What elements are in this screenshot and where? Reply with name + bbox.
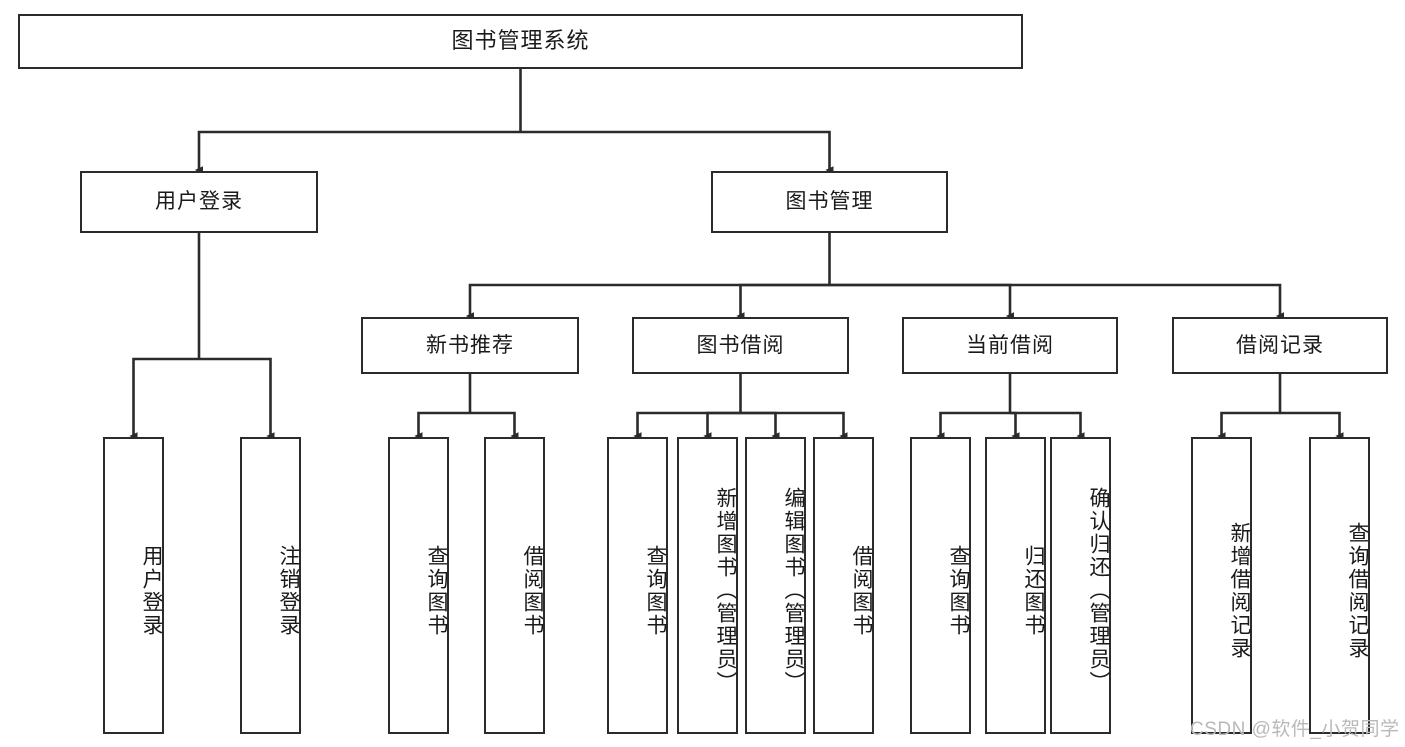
node-label: 注销登录: [277, 544, 300, 637]
node-label: 图书借阅: [696, 333, 785, 357]
node-user-login[interactable]: 用户登录: [80, 171, 318, 233]
connector-line: [1217, 411, 1280, 440]
node-leaf-borrow-book-1[interactable]: 借阅图书: [484, 437, 545, 734]
connector-line: [740, 411, 848, 440]
node-label: 借阅记录: [1236, 333, 1324, 357]
node-leaf-edit-book[interactable]: 编辑图书（管理员）: [745, 437, 806, 734]
node-leaf-return-book[interactable]: 归还图书: [985, 437, 1046, 734]
connector-line: [129, 357, 199, 440]
node-label: 当前借阅: [966, 333, 1054, 357]
node-leaf-user-login[interactable]: 用户登录: [103, 437, 164, 734]
node-label: 借阅图书: [850, 544, 873, 637]
node-label: 查询图书: [947, 544, 970, 637]
node-leaf-confirm-return[interactable]: 确认归还（管理员）: [1050, 437, 1111, 734]
connector-line: [520, 130, 834, 174]
node-leaf-logout[interactable]: 注销登录: [240, 437, 301, 734]
node-label: 归还图书: [1022, 544, 1045, 637]
connector-line: [703, 411, 741, 440]
node-leaf-query-record[interactable]: 查询借阅记录: [1309, 437, 1370, 734]
node-label: 查询图书: [644, 544, 667, 637]
node-label: 用户登录: [155, 190, 243, 214]
node-label: 查询借阅记录: [1346, 521, 1369, 660]
node-book-borrow[interactable]: 图书借阅: [632, 317, 849, 374]
node-label: 图书管理系统: [451, 28, 590, 54]
node-leaf-query-book-2[interactable]: 查询图书: [607, 437, 668, 734]
node-label: 新增图书（管理员）: [714, 487, 737, 694]
node-leaf-add-book[interactable]: 新增图书（管理员）: [677, 437, 738, 734]
node-label: 图书管理: [785, 190, 874, 214]
node-leaf-add-record[interactable]: 新增借阅记录: [1191, 437, 1252, 734]
node-root[interactable]: 图书管理系统: [18, 14, 1023, 69]
connector-line: [736, 283, 830, 320]
node-label: 查询图书: [425, 544, 448, 637]
connector-line: [1280, 411, 1344, 440]
node-borrow-record[interactable]: 借阅记录: [1172, 317, 1388, 374]
node-label: 新增借阅记录: [1228, 521, 1251, 660]
connector-line: [1010, 411, 1020, 440]
connector-line: [633, 411, 741, 440]
connector-line: [414, 411, 470, 440]
connector-line: [465, 283, 830, 320]
node-label: 用户登录: [140, 544, 163, 637]
connector-line: [1010, 411, 1085, 440]
node-current-borrow[interactable]: 当前借阅: [902, 317, 1118, 374]
node-new-book-recommend[interactable]: 新书推荐: [361, 317, 579, 374]
node-leaf-query-book-1[interactable]: 查询图书: [388, 437, 449, 734]
connector-line: [829, 283, 1285, 320]
node-label: 确认归还（管理员）: [1087, 487, 1110, 694]
node-book-manage[interactable]: 图书管理: [711, 171, 948, 233]
connector-line: [194, 130, 521, 174]
node-label: 新书推荐: [426, 333, 514, 357]
connector-line: [936, 411, 1010, 440]
connector-line: [829, 283, 1015, 320]
node-label: 借阅图书: [521, 544, 544, 637]
connector-line: [470, 411, 519, 440]
node-leaf-query-book-3[interactable]: 查询图书: [910, 437, 971, 734]
connector-line: [740, 411, 780, 440]
connector-line: [199, 357, 275, 440]
node-leaf-borrow-book-2[interactable]: 借阅图书: [813, 437, 874, 734]
node-label: 编辑图书（管理员）: [782, 487, 805, 694]
